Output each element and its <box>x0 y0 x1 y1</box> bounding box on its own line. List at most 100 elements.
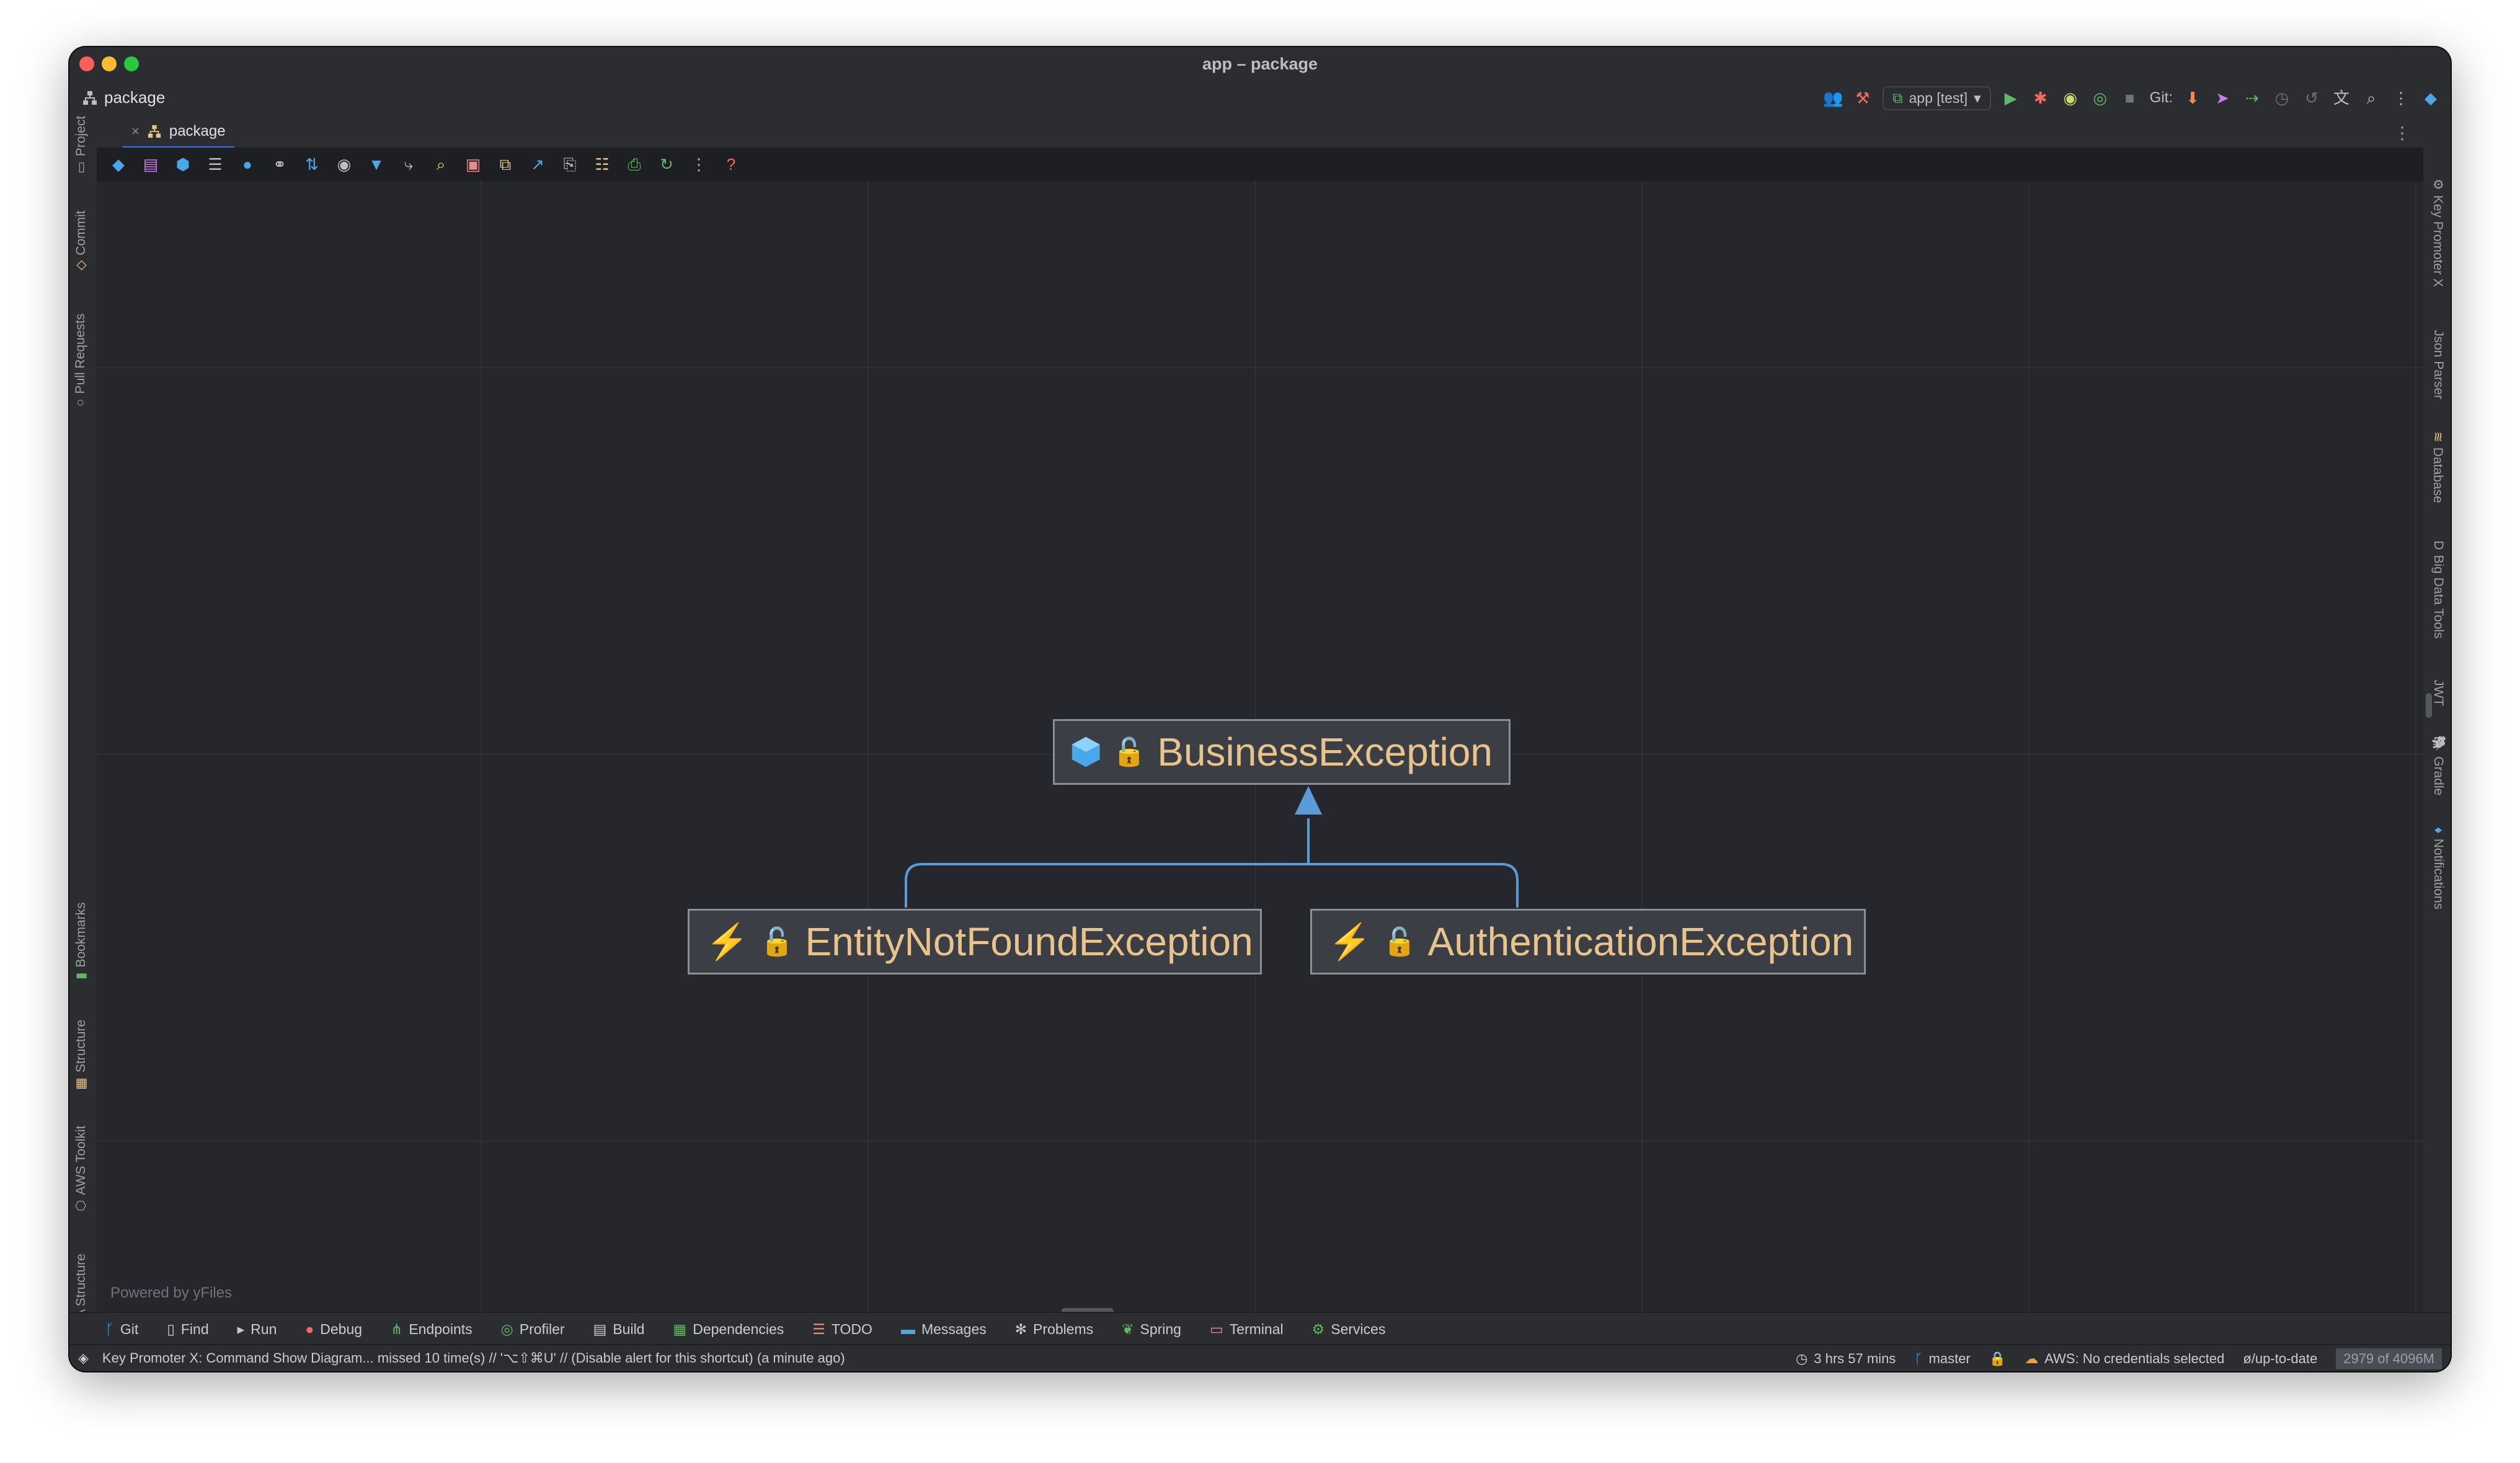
toolwin-services[interactable]: ⚙Services <box>1311 1320 1386 1337</box>
tool-json-parser[interactable]: Json Parser <box>2431 330 2446 400</box>
folder-icon: ▭ <box>74 161 88 174</box>
aws-icon: ⬡ <box>74 1200 88 1211</box>
toolwin-todo[interactable]: ☰TODO <box>812 1320 872 1337</box>
close-icon[interactable]: × <box>131 123 140 139</box>
layout-icon[interactable]: ⤷ <box>404 155 414 174</box>
tool-structure[interactable]: ▦Structure <box>73 1019 89 1090</box>
tab-label: package <box>169 123 226 139</box>
translate-icon[interactable]: 文 <box>2333 89 2349 107</box>
git-update-icon[interactable]: ⬇ <box>2186 89 2199 107</box>
rollback-icon[interactable]: ↺ <box>2305 89 2318 107</box>
print-icon[interactable]: ⎙ <box>628 155 641 174</box>
plugin-logo-icon[interactable]: ◆ <box>2425 89 2437 107</box>
status-vcs[interactable]: ø/up-to-date <box>2243 1351 2318 1366</box>
run-configuration-select[interactable]: ⧉ app [test] ▾ <box>1883 86 1991 110</box>
toolwin-run[interactable]: ▸Run <box>237 1320 277 1337</box>
tool-project[interactable]: ▭Project <box>73 115 89 174</box>
debug-icon[interactable]: ✱ <box>2033 89 2048 107</box>
tool-gradle[interactable]: 🐘Gradle <box>2431 735 2446 796</box>
clock-icon: ◷ <box>1796 1351 1808 1366</box>
export-icon[interactable]: ⧉ <box>499 155 512 174</box>
more-icon[interactable]: ⋮ <box>691 155 707 174</box>
refresh-icon[interactable]: ↻ <box>660 155 673 174</box>
toolwin-profiler[interactable]: ◎Profiler <box>500 1320 565 1337</box>
minimize-window-button[interactable] <box>102 56 117 71</box>
tool-key-promoter-x[interactable]: ⚙Key Promoter X <box>2431 179 2446 288</box>
git-commit-icon[interactable]: ➤ <box>2216 89 2229 107</box>
copy-icon[interactable]: ⎘ <box>563 155 577 174</box>
toolwin-build[interactable]: ▤Build <box>593 1320 645 1337</box>
more-icon[interactable]: ⋮ <box>2394 123 2411 143</box>
toolwin-debug[interactable]: ●Debug <box>305 1320 363 1337</box>
status-timer[interactable]: ◷3 hrs 57 mins <box>1796 1351 1896 1366</box>
find-icon: ▯ <box>167 1320 175 1337</box>
class-node-authentication-exception[interactable]: ⚡ 🔓 AuthenticationException <box>1310 909 1866 975</box>
tool-pull-requests[interactable]: ○Pull Requests <box>73 313 87 407</box>
tab-package[interactable]: × package <box>123 117 234 149</box>
close-window-button[interactable] <box>79 56 94 71</box>
filter-icon[interactable]: ▼ <box>368 155 384 174</box>
coverage-icon[interactable]: ◉ <box>2063 89 2077 107</box>
toolwin-find[interactable]: ▯Find <box>167 1320 209 1337</box>
status-aws[interactable]: ☁AWS: No credentials selected <box>2025 1351 2225 1366</box>
project-breadcrumb[interactable]: package <box>82 88 165 107</box>
constructors-icon[interactable]: ⬢ <box>175 155 190 174</box>
users-icon[interactable]: 👥 <box>1823 89 1843 107</box>
horizontal-scrollbar[interactable] <box>1062 1308 1114 1314</box>
maximize-window-button[interactable] <box>124 56 139 71</box>
fields-icon[interactable]: ▤ <box>143 155 159 174</box>
git-push-icon[interactable]: ⇢ <box>2245 89 2259 107</box>
editor-tab-bar: × package ⋮ <box>97 117 2423 149</box>
hammer-icon[interactable]: ⚒ <box>1855 89 1870 107</box>
history-icon[interactable]: ◷ <box>2274 89 2289 107</box>
run-icon: ▸ <box>237 1320 245 1337</box>
help-icon[interactable]: ? <box>726 155 736 174</box>
run-icon[interactable]: ▶ <box>2004 89 2017 107</box>
methods-icon[interactable]: ☰ <box>208 155 223 174</box>
zoom-icon[interactable]: ⌕ <box>436 155 446 174</box>
toolwin-terminal[interactable]: ▭Terminal <box>1209 1320 1284 1337</box>
toolwin-endpoints[interactable]: ⋔Endpoints <box>391 1320 472 1337</box>
sort-icon[interactable]: ⇅ <box>305 155 319 174</box>
chevron-down-icon: ▾ <box>1974 89 1981 106</box>
tool-aws-toolkit[interactable]: ⬡AWS Toolkit <box>73 1125 89 1211</box>
class-node-business-exception[interactable]: 🔓 BusinessException <box>1053 719 1511 785</box>
memory-indicator[interactable]: 2979 of 4096M <box>2336 1348 2442 1369</box>
gradle-icon: 🐘 <box>2431 735 2446 752</box>
toolwin-dependencies[interactable]: ▦Dependencies <box>673 1320 784 1337</box>
toolwin-messages[interactable]: ▬Messages <box>900 1320 987 1337</box>
toolwin-problems[interactable]: ✻Problems <box>1014 1320 1094 1337</box>
tool-database[interactable]: ≋Database <box>2431 431 2446 503</box>
tool-commit[interactable]: ◇Commit <box>73 210 89 271</box>
diagram-canvas[interactable]: 🔓 BusinessException ⚡ 🔓 EntityNotFoundEx… <box>97 181 2432 1314</box>
database-icon: ≋ <box>2431 431 2445 443</box>
list-icon[interactable]: ☷ <box>595 155 610 174</box>
tool-jwt[interactable]: JWT <box>2431 679 2446 707</box>
profiler-icon[interactable]: ◎ <box>2093 89 2107 107</box>
class-node-entity-not-found-exception[interactable]: ⚡ 🔓 EntityNotFoundException <box>688 909 1262 975</box>
hierarchy-icon <box>148 125 161 138</box>
tool-bookmarks[interactable]: ▮Bookmarks <box>73 902 89 979</box>
tag-icon[interactable]: ◆ <box>112 155 125 174</box>
vertical-scrollbar[interactable] <box>2426 693 2432 718</box>
more-icon[interactable]: ⋮ <box>2393 89 2409 107</box>
search-icon[interactable]: ⌕ <box>2366 89 2376 107</box>
info-icon[interactable]: ● <box>242 155 252 174</box>
lightning-icon: ⚡ <box>1328 922 1372 961</box>
eye-icon[interactable]: ◉ <box>337 155 352 174</box>
inheritance-arrowhead <box>1295 786 1322 815</box>
fit-icon[interactable]: ▣ <box>465 155 481 174</box>
diagram-toolbar: ◆ ▤ ⬢ ☰ ● ⚭ ⇅ ◉ ▼ ⤷ ⌕ ▣ ⧉ ↗ ⎘ ☷ ⎙ ↻ ⋮ ? <box>97 148 2423 181</box>
status-message[interactable]: ◈ Key Promoter X: Command Show Diagram..… <box>78 1350 845 1366</box>
lock-icon[interactable]: 🔒 <box>1989 1351 2007 1366</box>
gear-icon: ⚙ <box>2431 179 2445 190</box>
stop-icon[interactable]: ■ <box>2124 89 2135 107</box>
open-icon[interactable]: ↗ <box>531 155 544 174</box>
link-icon[interactable]: ⚭ <box>273 155 286 174</box>
toolwin-spring[interactable]: ❦Spring <box>1122 1320 1181 1337</box>
tool-notifications[interactable]: ♦Notifications <box>2431 827 2446 910</box>
